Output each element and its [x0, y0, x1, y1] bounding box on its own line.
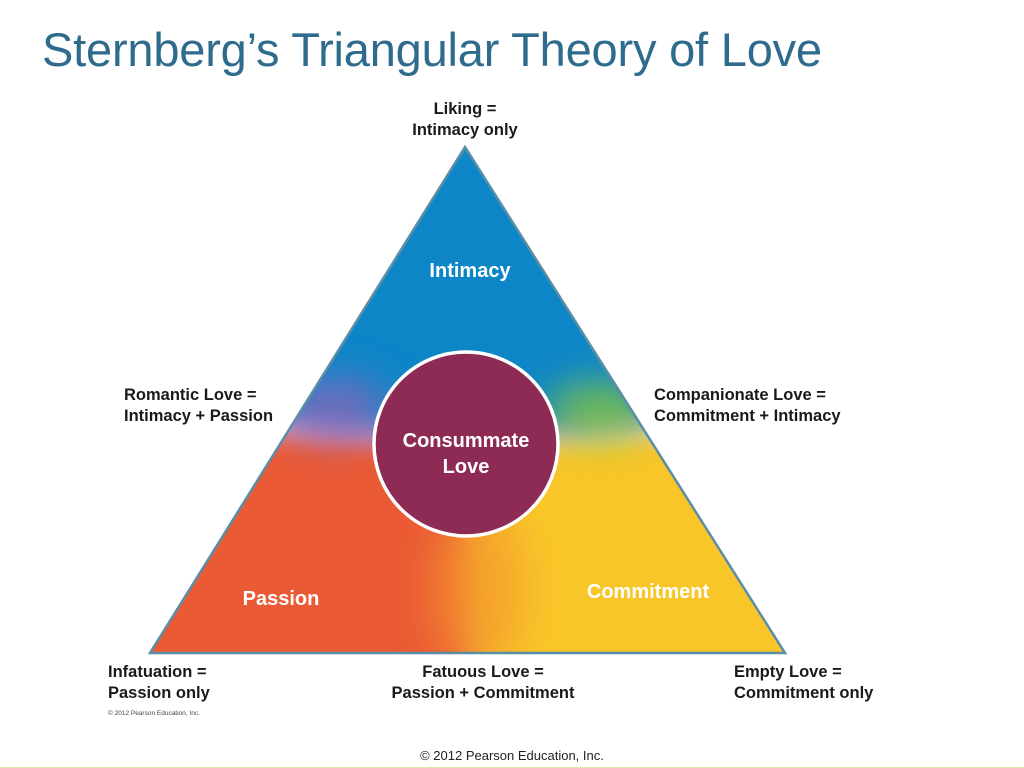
- empty-love-label: Empty Love = Commitment only: [734, 662, 873, 704]
- romantic-line1: Romantic Love =: [124, 386, 257, 404]
- consummate-love-label: Consummate Love: [376, 428, 556, 480]
- liking-line1: Liking =: [433, 100, 497, 118]
- companionate-blend: [545, 384, 655, 440]
- fatuous-line1: Fatuous Love =: [422, 663, 544, 681]
- footer-copyright: © 2012 Pearson Education, Inc.: [420, 748, 604, 763]
- companionate-line1: Companionate Love =: [654, 386, 826, 404]
- fatuous-love-label: Fatuous Love = Passion + Commitment: [368, 662, 598, 704]
- consummate-love-circle: [372, 350, 560, 538]
- diagram-copyright: © 2012 Pearson Education, Inc.: [108, 710, 200, 717]
- consummate-line2: Love: [442, 456, 490, 478]
- consummate-line1: Consummate: [402, 430, 530, 452]
- commitment-region-label: Commitment: [586, 581, 710, 603]
- liking-label: Liking = Intimacy only: [395, 99, 535, 141]
- passion-region-label: Passion: [242, 588, 320, 610]
- companionate-love-label: Companionate Love = Commitment + Intimac…: [654, 385, 841, 427]
- empty-line1: Empty Love =: [734, 663, 842, 681]
- intimacy-region-label: Intimacy: [429, 260, 511, 282]
- infatuation-line1: Infatuation =: [108, 663, 207, 681]
- romantic-line2: Intimacy + Passion: [124, 407, 274, 425]
- companionate-line2: Commitment + Intimacy: [654, 407, 841, 425]
- fatuous-line2: Passion + Commitment: [391, 684, 575, 702]
- slide-title: Sternberg’s Triangular Theory of Love: [42, 23, 822, 76]
- infatuation-line2: Passion only: [108, 684, 210, 702]
- fatuous-blend: [433, 500, 523, 653]
- empty-line2: Commitment only: [734, 684, 874, 702]
- romantic-love-label: Romantic Love = Intimacy + Passion: [124, 385, 273, 427]
- liking-line2: Intimacy only: [412, 121, 518, 139]
- infatuation-label: Infatuation = Passion only: [108, 662, 210, 704]
- triangle-outline: [147, 144, 788, 655]
